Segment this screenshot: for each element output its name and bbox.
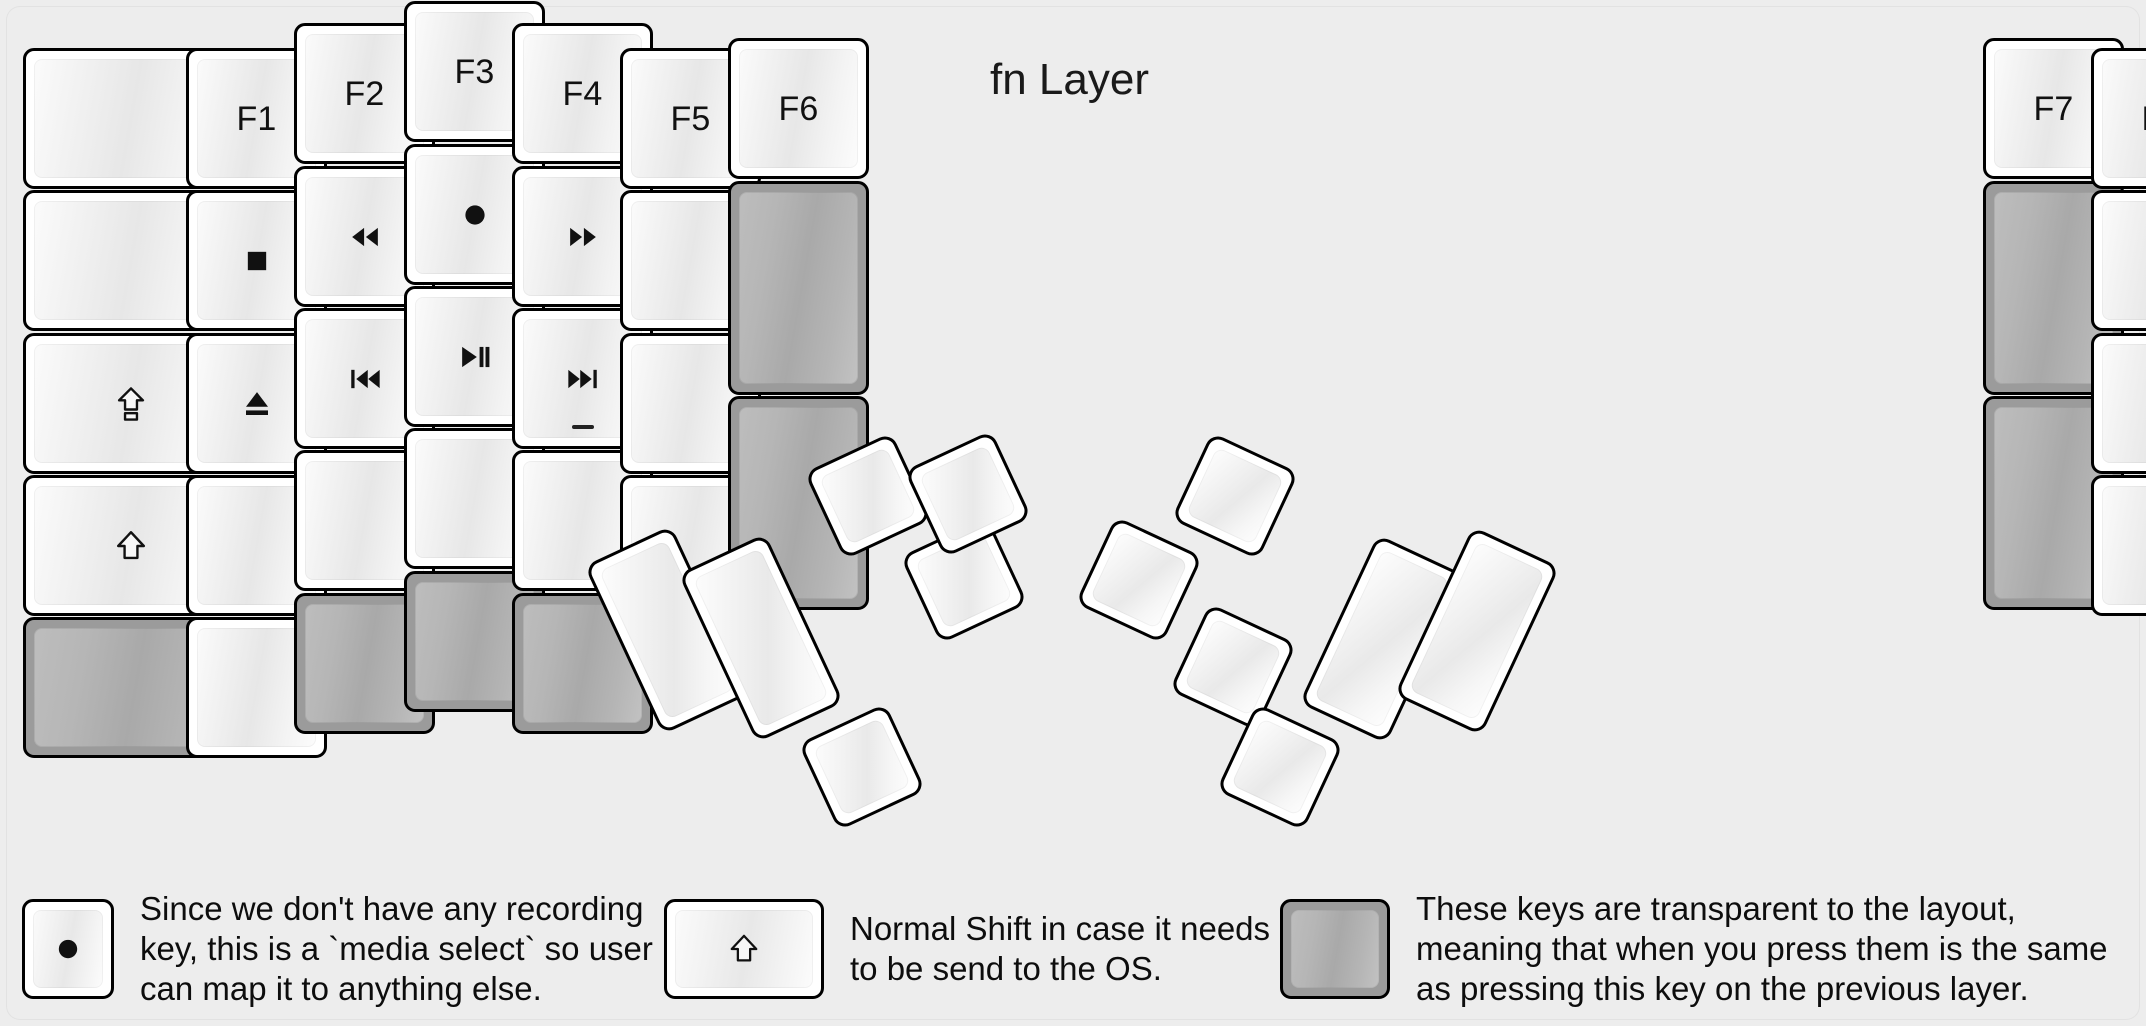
- media-previous-icon: [343, 357, 387, 401]
- keycap-surface: [675, 910, 813, 988]
- key-index-inner-r-r4[interactable]: [2091, 475, 2146, 616]
- key-legend-text: F4: [562, 74, 603, 113]
- home-row-bump-indicator: [571, 425, 594, 429]
- keycap-surface: [918, 444, 1018, 544]
- key-legend-text: F8: [2141, 102, 2146, 136]
- media-record-icon: [47, 928, 89, 970]
- key-legend-text: F1: [236, 99, 277, 138]
- key-index-inner-r-r2[interactable]: [2091, 190, 2146, 331]
- keycap-surface: [1185, 446, 1285, 546]
- key-extra-r1[interactable]: F6: [728, 38, 869, 179]
- keycap-surface: [818, 446, 918, 546]
- page-title: fn Layer: [990, 55, 1149, 104]
- keycap-surface: [1183, 617, 1283, 717]
- keycap-surface: [812, 717, 912, 817]
- keycap-surface: [2102, 201, 2146, 320]
- legend-record-description: Since we don't have any recording key, t…: [140, 889, 653, 1008]
- key-legend-text: F2: [344, 74, 385, 113]
- legend-transparent-description: These keys are transparent to the layout…: [1416, 889, 2108, 1008]
- keycap-surface: F8: [2102, 59, 2146, 178]
- media-fast-forward-icon: [561, 215, 605, 259]
- media-eject-icon: [235, 382, 279, 426]
- keycap-surface: [2102, 344, 2146, 463]
- legend-transparent: These keys are transparent to the layout…: [1280, 872, 2108, 1026]
- key-extra-r2[interactable]: [728, 181, 869, 395]
- legend-shift: Normal Shift in case it needs to be send…: [664, 872, 1270, 1026]
- legend-record-sample-key: [22, 899, 114, 999]
- key-index-inner-r-r1[interactable]: F8: [2091, 48, 2146, 189]
- legend-record: Since we don't have any recording key, t…: [22, 872, 653, 1026]
- key-legend-text: F5: [670, 99, 711, 138]
- key-index-inner-r-r3[interactable]: [2091, 333, 2146, 474]
- key-legend-text: F6: [778, 89, 819, 128]
- legend-shift-description: Normal Shift in case it needs to be send…: [850, 909, 1271, 987]
- shift-icon: [723, 928, 765, 970]
- keycap-surface: [2102, 486, 2146, 605]
- key-middle-r1[interactable]: F3: [404, 1, 545, 142]
- legend-shift-sample-key: [664, 899, 824, 999]
- legend-row: Since we don't have any recording key, t…: [0, 872, 2146, 1026]
- keycap-surface: [1291, 910, 1379, 988]
- media-record-icon: [453, 193, 497, 237]
- keycap-surface: [1230, 717, 1330, 817]
- key-legend-text: F3: [454, 52, 495, 91]
- media-next-icon: [561, 357, 605, 401]
- arrow-left-icon: [2140, 382, 2146, 426]
- keycap-surface: F6: [739, 49, 858, 168]
- keycap-surface: [1089, 530, 1189, 630]
- shift-icon: [109, 524, 153, 568]
- media-play-pause-icon: [453, 335, 497, 379]
- key-legend-text: F7: [2033, 89, 2074, 128]
- keycap-surface: [739, 192, 858, 384]
- keycap-surface: [33, 910, 103, 988]
- legend-transparent-sample-key: [1280, 899, 1390, 999]
- caps-lock-icon: [109, 382, 153, 426]
- media-stop-icon: [235, 239, 279, 283]
- media-rewind-icon: [343, 215, 387, 259]
